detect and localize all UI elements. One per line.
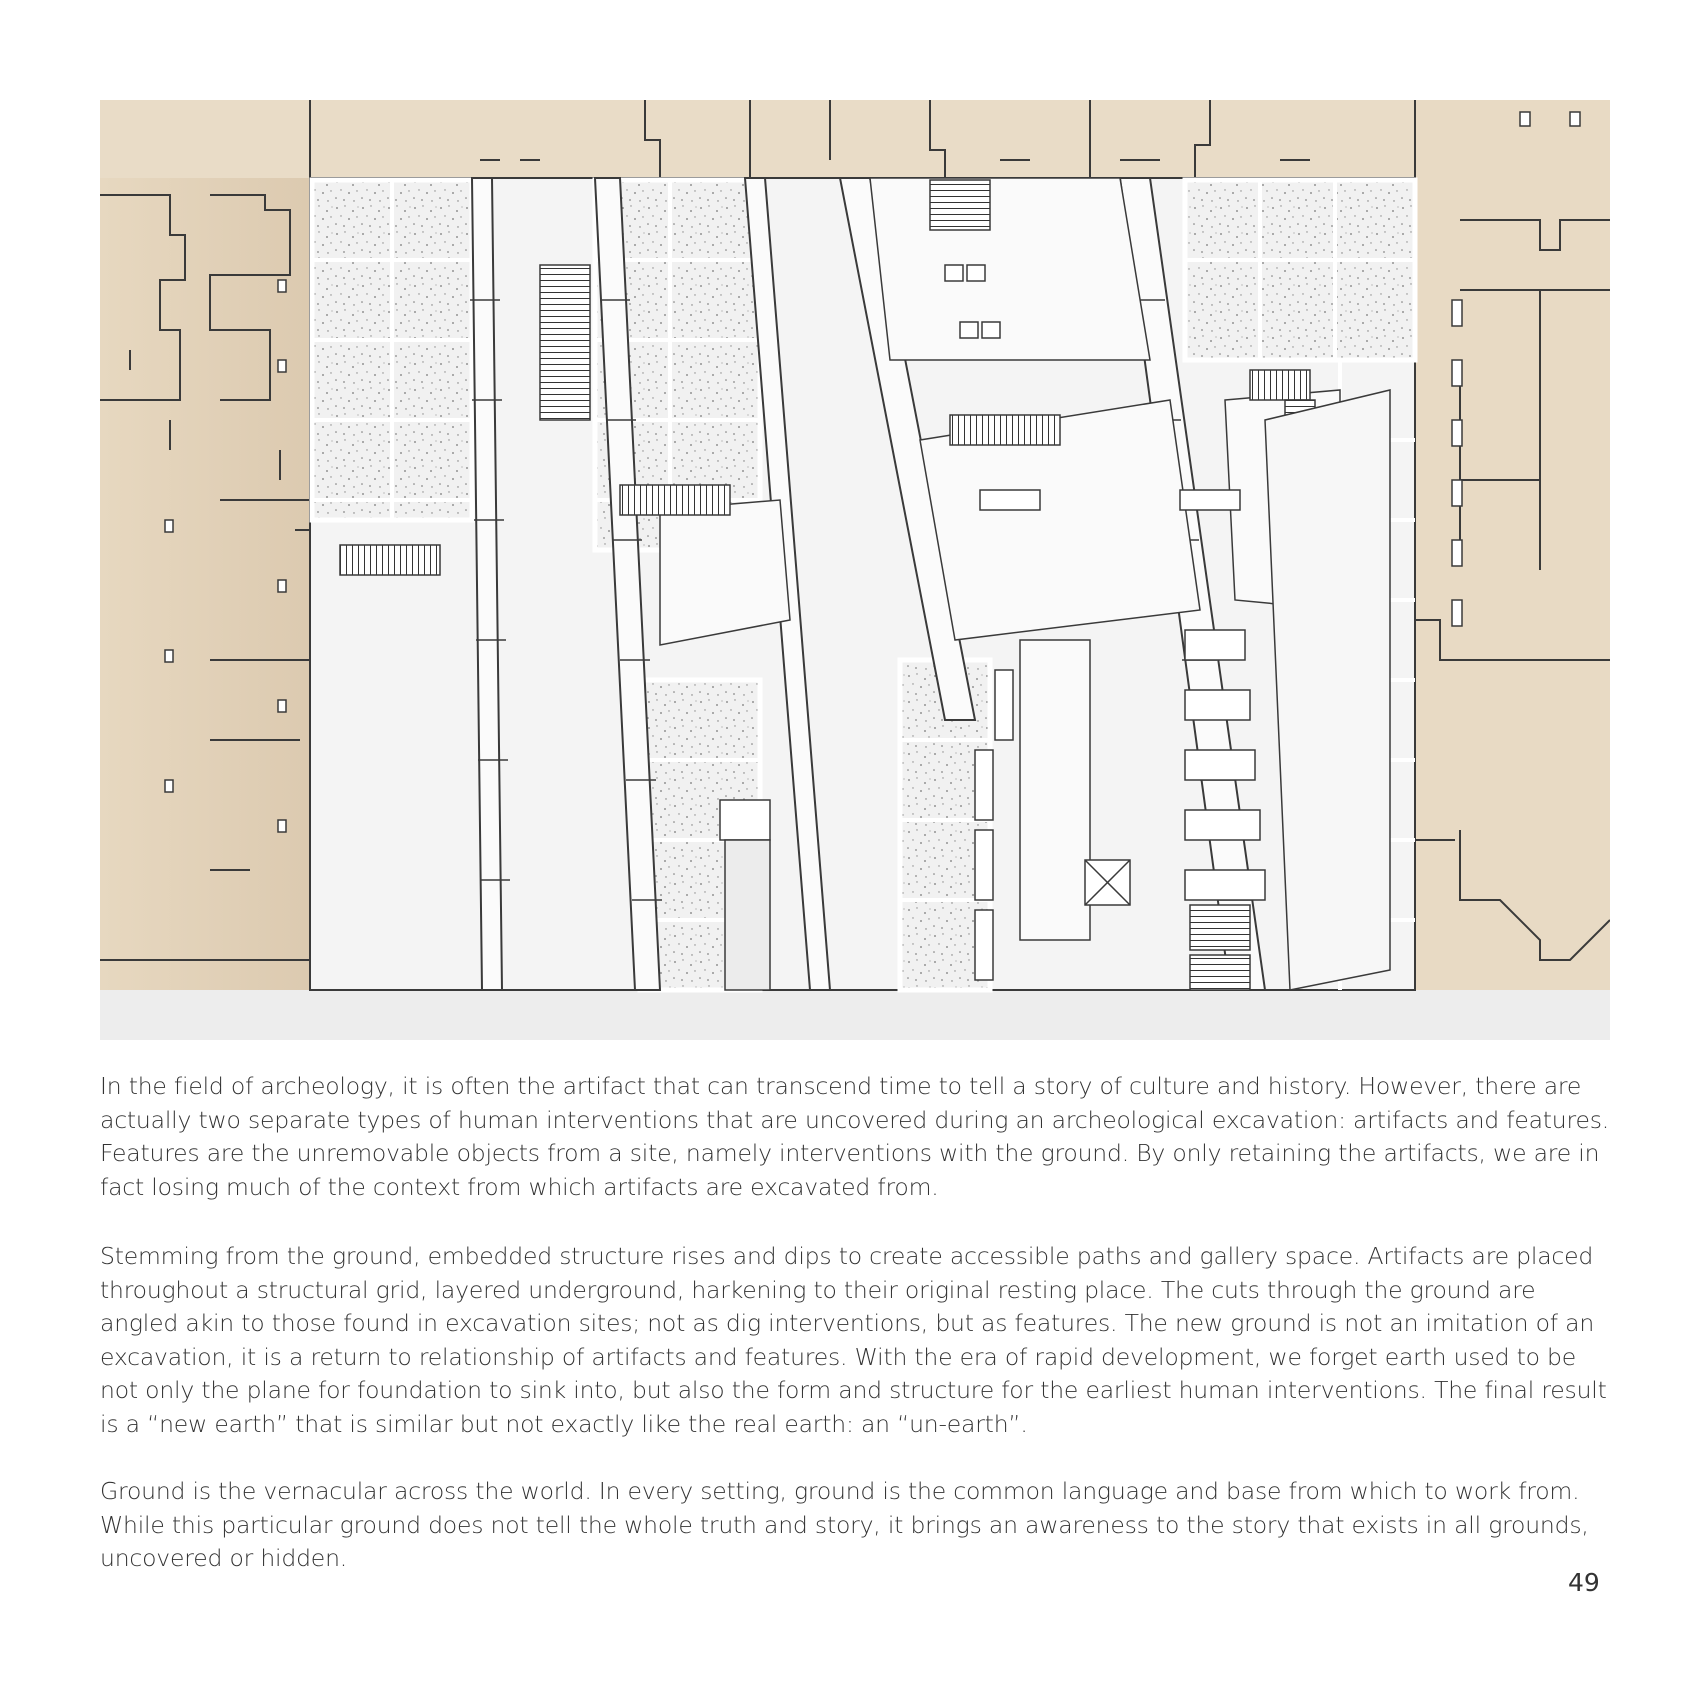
right-building-piers	[1451, 111, 1581, 627]
body-paragraph-2: Stemming from the ground, embedded struc…	[100, 1242, 1607, 1438]
excavation-shaft	[719, 799, 771, 991]
ground-right	[1415, 100, 1610, 990]
page-number: 49	[1568, 1568, 1600, 1597]
stairs	[339, 179, 1316, 991]
right-angled-cut	[1264, 389, 1391, 991]
ground-top	[100, 100, 1610, 178]
architectural-floor-plan	[100, 100, 1610, 1040]
body-paragraph-3: Ground is the vernacular across the worl…	[100, 1477, 1589, 1572]
body-paragraph-1: In the field of archeology, it is often …	[100, 1072, 1610, 1201]
left-building-piers	[164, 279, 287, 833]
ground-left	[100, 100, 310, 990]
landing-slabs	[979, 489, 1266, 901]
elevator	[1084, 859, 1131, 906]
display-cases	[944, 264, 1014, 981]
caption-band	[100, 990, 1610, 1040]
